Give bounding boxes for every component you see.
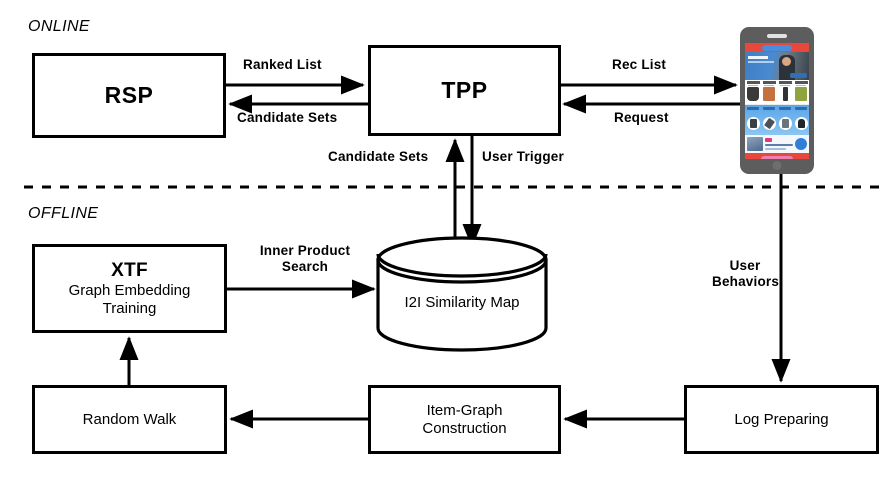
app-product-cell (777, 80, 793, 104)
app-product-caption-bar (778, 81, 792, 84)
node-log-preparing-title: Log Preparing (734, 410, 829, 428)
app-product-thumbnail (782, 87, 788, 101)
node-i2i-similarity-map[interactable]: I2I Similarity Map (374, 236, 550, 353)
node-random-walk-title: Random Walk (82, 410, 177, 428)
app-product-subcaption-bar (780, 84, 790, 86)
app-feature-tag (765, 137, 772, 142)
app-top-banner-pill (762, 44, 792, 51)
app-category-icon (761, 116, 777, 130)
edge-label-user-trigger: User Trigger (482, 149, 564, 164)
node-rsp[interactable]: RSP (32, 53, 226, 138)
app-product-cell (793, 80, 809, 104)
app-product-cell (761, 80, 777, 104)
edge-label-candidate-sets: Candidate Sets (237, 110, 338, 125)
edge-label-candidate-sets-vertical: Candidate Sets (328, 149, 429, 164)
app-category-circle (794, 116, 808, 130)
node-xtf-title: XTF (111, 259, 148, 281)
app-bottom-banner (745, 153, 809, 159)
app-feature-text (765, 137, 793, 151)
app-category-icon (777, 116, 793, 130)
node-item-graph-line2: Construction (422, 419, 507, 437)
app-product-cell (745, 80, 761, 104)
app-product-caption-bar (746, 81, 760, 84)
app-bottom-banner-pill (761, 156, 793, 159)
app-product-thumbnail (795, 87, 807, 101)
edge-label-inner-product-line2: Search (281, 258, 329, 274)
app-feature-title-bar (765, 143, 793, 147)
app-feature-card (745, 135, 809, 153)
edge-label-inner-product-search: Inner Product Search (250, 243, 360, 274)
app-hero-promo (745, 52, 809, 80)
app-hero-cta-button (790, 73, 807, 78)
node-item-graph-construction[interactable]: Item-Graph Construction (368, 385, 561, 454)
app-category-title-bar (763, 106, 775, 110)
app-category-glyph (763, 117, 775, 129)
edge-label-user-behaviors: User Behaviors (712, 258, 780, 289)
edge-label-user-behaviors-line2: Behaviors (712, 273, 780, 289)
app-product-thumbnail (747, 87, 759, 101)
edge-label-rec-list: Rec List (612, 57, 667, 72)
node-xtf[interactable]: XTF Graph Embedding Training (32, 244, 227, 333)
app-category-glyph (797, 118, 805, 128)
app-category-icons (745, 111, 809, 135)
section-label-online: ONLINE (28, 18, 90, 35)
edge-label-request: Request (614, 110, 669, 125)
edge-label-inner-product-line1: Inner Product (259, 243, 351, 258)
app-product-row (745, 80, 809, 105)
node-tpp[interactable]: TPP (368, 45, 561, 136)
app-product-subcaption-bar (796, 84, 806, 86)
phone-home-button[interactable] (772, 161, 782, 170)
app-category-circle (746, 116, 760, 130)
node-tpp-title: TPP (441, 76, 488, 103)
app-feature-badge (795, 138, 807, 150)
app-category-glyph (749, 118, 757, 128)
node-random-walk[interactable]: Random Walk (32, 385, 227, 454)
node-i2i-similarity-map-label: I2I Similarity Map (404, 294, 520, 311)
app-category-titles (745, 105, 809, 111)
app-product-caption-bar (762, 81, 776, 84)
app-top-banner (745, 43, 809, 52)
node-item-graph-line1: Item-Graph (426, 401, 503, 419)
node-log-preparing[interactable]: Log Preparing (684, 385, 879, 454)
app-feature-subtitle-bar (765, 148, 786, 151)
app-category-title-bar (747, 106, 759, 110)
app-hero-subtitle-bar (748, 61, 774, 63)
app-product-subcaption-bar (748, 84, 758, 86)
app-category-glyph (781, 118, 789, 128)
app-category-title-bar (795, 106, 807, 110)
app-category-icon (793, 116, 809, 130)
node-xtf-subtitle-line1: Graph Embedding (68, 282, 191, 300)
app-hero-title-bar (748, 56, 768, 59)
mobile-phone-mockup[interactable] (740, 27, 814, 174)
edge-label-ranked-list: Ranked List (243, 57, 322, 72)
section-label-offline: OFFLINE (28, 205, 99, 222)
node-xtf-subtitle-line2: Training (102, 299, 157, 317)
database-cylinder-icon (376, 236, 548, 352)
app-hero-person-head (782, 57, 791, 66)
phone-speaker-icon (767, 34, 787, 38)
app-category-title-bar (779, 106, 791, 110)
app-category-circle (778, 116, 792, 130)
app-category-section (745, 105, 809, 135)
app-product-caption-bar (794, 81, 808, 84)
app-category-icon (745, 116, 761, 130)
e-commerce-app-screen[interactable] (745, 43, 809, 159)
node-rsp-title: RSP (104, 81, 154, 108)
app-product-subcaption-bar (764, 84, 774, 86)
app-product-thumbnail (763, 87, 775, 101)
app-category-circle (762, 116, 776, 130)
app-feature-image (747, 137, 763, 151)
edge-label-user-behaviors-line1: User (729, 258, 761, 273)
